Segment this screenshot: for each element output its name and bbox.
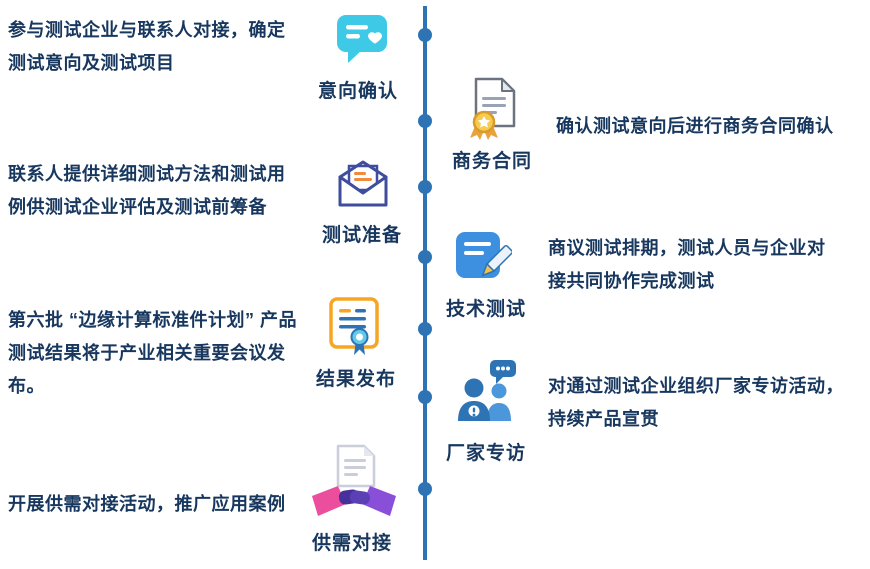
step-label-result-publication: 结果发布 bbox=[315, 369, 396, 390]
step-label-test-preparation: 测试准备 bbox=[321, 225, 402, 246]
timeline-dot-4 bbox=[418, 250, 432, 264]
step-description-business-contract: 确认测试意向后进行商务合同确认 bbox=[556, 116, 834, 136]
step-description-manufacturer-interview: 对通过测试企业组织厂家专访活动，持续产品宣贯 bbox=[548, 376, 844, 429]
certificate-award-icon bbox=[328, 296, 382, 358]
timeline-dot-5 bbox=[418, 322, 432, 336]
timeline-line bbox=[423, 6, 427, 560]
timeline-dot-1 bbox=[418, 28, 432, 42]
timeline-dot-2 bbox=[418, 114, 432, 128]
chat-heart-icon bbox=[334, 10, 390, 66]
people-interview-icon bbox=[454, 360, 516, 422]
step-label-supply-demand-matching: 供需对接 bbox=[311, 533, 392, 554]
step-description-technical-testing: 商议测试排期，测试人员与企业对接共同协作完成测试 bbox=[548, 238, 826, 291]
step-label-business-contract: 商务合同 bbox=[451, 151, 532, 172]
timeline-dot-6 bbox=[418, 390, 432, 404]
step-label-manufacturer-interview: 厂家专访 bbox=[445, 443, 526, 464]
contract-seal-icon bbox=[462, 76, 524, 142]
timeline-dot-7 bbox=[418, 482, 432, 496]
step-description-result-publication: 第六批 “边缘计算标准件计划” 产品测试结果将于产业相关重要会议发布。 bbox=[8, 310, 298, 396]
envelope-document-icon bbox=[336, 158, 390, 208]
step-description-intent-confirmation: 参与测试企业与联系人对接，确定测试意向及测试项目 bbox=[8, 20, 286, 73]
step-description-supply-demand-matching: 开展供需对接活动，推广应用案例 bbox=[8, 494, 286, 514]
step-label-technical-testing: 技术测试 bbox=[445, 299, 526, 320]
timeline-dot-3 bbox=[418, 180, 432, 194]
document-pencil-icon bbox=[454, 226, 514, 284]
step-label-intent-confirmation: 意向确认 bbox=[317, 81, 398, 102]
handshake-document-icon bbox=[312, 444, 396, 524]
step-description-test-preparation: 联系人提供详细测试方法和测试用例供测试企业评估及测试前筹备 bbox=[8, 164, 286, 217]
